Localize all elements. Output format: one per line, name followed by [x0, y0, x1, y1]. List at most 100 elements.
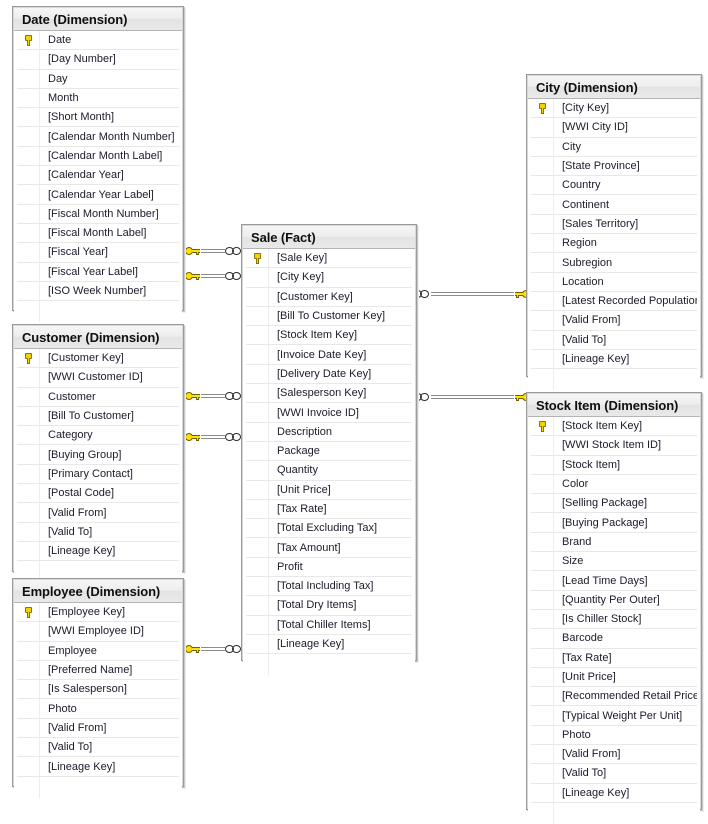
relationship-employee-salesperson-key[interactable]	[185, 643, 243, 655]
field-row[interactable]: [Total Dry Items]	[246, 596, 412, 616]
field-row-empty[interactable]	[17, 301, 179, 323]
relationship-line[interactable]	[431, 395, 514, 399]
field-row[interactable]: [Lead Time Days]	[531, 571, 697, 591]
table-header-date[interactable]: Date (Dimension)	[14, 8, 182, 31]
field-row-empty[interactable]	[531, 802, 697, 824]
field-row[interactable]: [Calendar Month Label]	[17, 146, 179, 167]
field-row[interactable]: Package	[246, 441, 412, 462]
field-row[interactable]: [Calendar Year Label]	[17, 185, 179, 205]
field-row[interactable]: Country	[531, 176, 697, 196]
field-row[interactable]: [Lineage Key]	[17, 541, 179, 562]
field-row[interactable]: [Preferred Name]	[17, 660, 179, 681]
field-row[interactable]: [WWI Employee ID]	[17, 622, 179, 642]
field-row[interactable]: [Fiscal Year]	[17, 243, 179, 263]
field-row[interactable]: [Salesperson Key]	[246, 384, 412, 404]
field-row[interactable]: Customer	[17, 387, 179, 407]
field-row[interactable]: [Lineage Key]	[531, 349, 697, 370]
field-row[interactable]: [WWI Invoice ID]	[246, 403, 412, 423]
field-row[interactable]: [Invoice Date Key]	[246, 345, 412, 365]
table-employee[interactable]: Employee (Dimension)[Employee Key][WWI E…	[12, 578, 184, 798]
field-row[interactable]: [Valid To]	[531, 764, 697, 784]
field-row[interactable]: [Primary Contact]	[17, 464, 179, 485]
field-row[interactable]: [City Key]	[531, 99, 697, 119]
field-row[interactable]: [Customer Key]	[17, 349, 179, 369]
field-row-empty[interactable]	[17, 776, 179, 798]
field-row[interactable]: Photo	[531, 725, 697, 746]
field-row[interactable]: Barcode	[531, 629, 697, 649]
field-row[interactable]: [Bill To Customer Key]	[246, 306, 412, 327]
field-row[interactable]: [Stock Item Key]	[531, 417, 697, 437]
relationship-line[interactable]	[201, 274, 225, 278]
field-row[interactable]: Location	[531, 272, 697, 292]
relationship-customer-bill-to-customer-key[interactable]	[185, 431, 243, 443]
relationship-stockitem-stock-item-key[interactable]	[413, 391, 530, 403]
field-row[interactable]: [Is Chiller Stock]	[531, 609, 697, 630]
field-row[interactable]: [Total Chiller Items]	[246, 615, 412, 635]
field-row[interactable]: [Stock Item]	[531, 455, 697, 475]
field-row[interactable]: [Lineage Key]	[246, 634, 412, 655]
field-row[interactable]: Size	[531, 552, 697, 572]
relationship-customer-customer-key[interactable]	[185, 390, 243, 402]
field-row[interactable]: [Selling Package]	[531, 494, 697, 514]
field-row[interactable]: [Valid To]	[17, 738, 179, 758]
field-row[interactable]: [WWI Customer ID]	[17, 368, 179, 388]
field-row[interactable]: [Valid From]	[531, 311, 697, 331]
field-row[interactable]: [Lineage Key]	[531, 783, 697, 803]
field-row[interactable]: [Recommended Retail Price]	[531, 687, 697, 707]
field-row[interactable]: [WWI Stock Item ID]	[531, 436, 697, 456]
field-row[interactable]: Region	[531, 234, 697, 254]
relationship-line[interactable]	[431, 292, 514, 296]
field-row[interactable]: [Short Month]	[17, 108, 179, 128]
relationship-date-delivery-date[interactable]	[185, 270, 243, 282]
field-row[interactable]: [Tax Rate]	[246, 499, 412, 520]
field-row[interactable]: [Buying Package]	[531, 513, 697, 533]
field-row-empty[interactable]	[531, 369, 697, 391]
table-header-sale[interactable]: Sale (Fact)	[243, 226, 415, 249]
field-row[interactable]: [Postal Code]	[17, 484, 179, 504]
table-header-customer[interactable]: Customer (Dimension)	[14, 326, 182, 349]
field-row[interactable]: [Total Excluding Tax]	[246, 519, 412, 539]
table-header-city[interactable]: City (Dimension)	[528, 76, 700, 99]
table-stockitem[interactable]: Stock Item (Dimension)[Stock Item Key][W…	[526, 392, 702, 824]
table-header-employee[interactable]: Employee (Dimension)	[14, 580, 182, 603]
field-row[interactable]: Color	[531, 474, 697, 495]
field-row[interactable]: [Valid To]	[17, 522, 179, 542]
field-row[interactable]: [Is Salesperson]	[17, 680, 179, 700]
table-customer[interactable]: Customer (Dimension)[Customer Key][WWI C…	[12, 324, 184, 583]
field-row[interactable]: Profit	[246, 557, 412, 578]
field-row[interactable]: Month	[17, 88, 179, 109]
field-row[interactable]: [Valid From]	[17, 718, 179, 739]
field-row[interactable]: Category	[17, 426, 179, 446]
field-row[interactable]: [Calendar Year]	[17, 166, 179, 186]
relationship-line[interactable]	[201, 249, 225, 253]
field-row[interactable]: [Valid To]	[531, 330, 697, 350]
relationship-line[interactable]	[201, 394, 225, 398]
field-row[interactable]: [Fiscal Year Label]	[17, 262, 179, 282]
field-row[interactable]: Description	[246, 422, 412, 442]
field-row[interactable]: [Quantity Per Outer]	[531, 590, 697, 610]
field-row[interactable]: Continent	[531, 195, 697, 215]
field-row[interactable]: Date	[17, 31, 179, 51]
field-row[interactable]: [Employee Key]	[17, 603, 179, 623]
field-row[interactable]: [Lineage Key]	[17, 757, 179, 777]
table-header-stockitem[interactable]: Stock Item (Dimension)	[528, 394, 700, 417]
field-row[interactable]: [Unit Price]	[246, 480, 412, 500]
field-row-empty[interactable]	[246, 654, 412, 676]
field-row[interactable]: Brand	[531, 532, 697, 553]
field-row[interactable]: Photo	[17, 699, 179, 719]
field-row[interactable]: [Valid From]	[531, 745, 697, 765]
field-row[interactable]: [Fiscal Month Label]	[17, 223, 179, 244]
field-row[interactable]: [Customer Key]	[246, 287, 412, 307]
field-row[interactable]: Employee	[17, 641, 179, 661]
field-row[interactable]: [Buying Group]	[17, 445, 179, 465]
relationship-date-invoice-date[interactable]	[185, 245, 243, 257]
table-sale[interactable]: Sale (Fact)[Sale Key][City Key][Customer…	[241, 224, 417, 676]
field-row[interactable]: [City Key]	[246, 268, 412, 288]
field-row[interactable]: [Total Including Tax]	[246, 577, 412, 597]
field-row[interactable]: [Sale Key]	[246, 249, 412, 269]
field-row[interactable]: [Tax Amount]	[246, 538, 412, 558]
field-row[interactable]: [Fiscal Month Number]	[17, 204, 179, 224]
field-row[interactable]: Subregion	[531, 253, 697, 273]
field-row[interactable]: Day	[17, 69, 179, 89]
